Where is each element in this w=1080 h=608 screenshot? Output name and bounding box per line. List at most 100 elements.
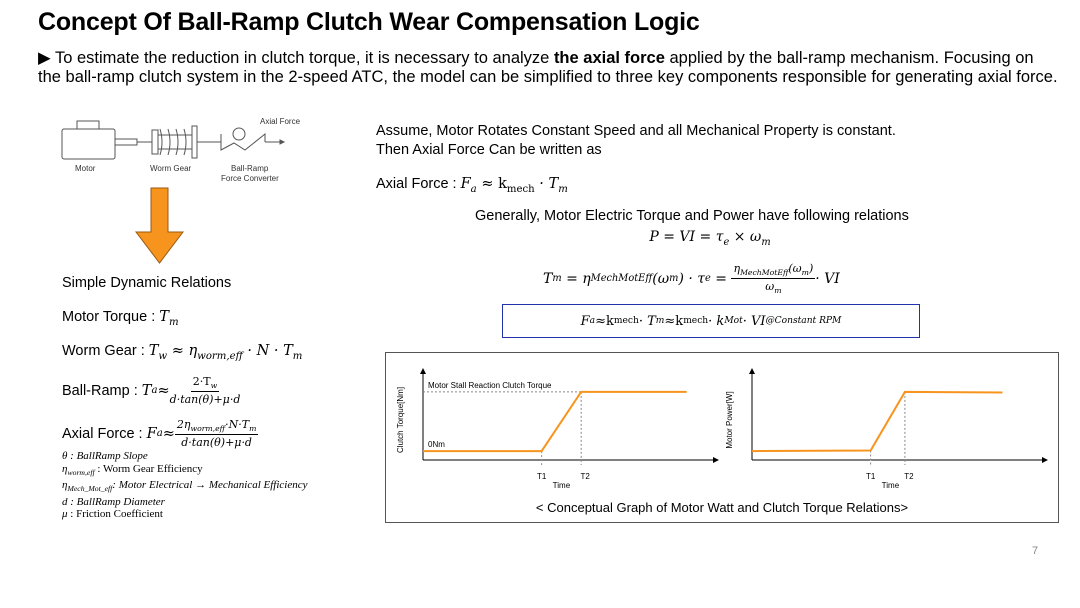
y-axis-arrow-icon (749, 368, 755, 374)
t-sub: m (655, 316, 665, 326)
tau-sub: e (705, 273, 711, 285)
series-line (423, 390, 687, 453)
x-axis-arrow-icon (1042, 457, 1048, 463)
legend-item: μ : Friction Coefficient (62, 508, 307, 521)
frac-num: 2·T (192, 375, 211, 388)
approx-symbol: ≈ (664, 313, 676, 329)
frac-num-sub: MechMotEff (740, 268, 789, 278)
legend-item: θ : BallRamp Slope (62, 450, 307, 463)
legend-item: ηMech_Mot_eff: Motor Electrical → Mechan… (62, 479, 307, 496)
series-line (751, 390, 1003, 453)
kmot-sub: Mot (724, 316, 743, 326)
tick-label-t2: T2 (581, 472, 591, 481)
legend-symbol: η (62, 479, 68, 492)
ta-symbol: T (141, 382, 152, 399)
fa-symbol: F (146, 425, 157, 442)
legend-text: : Worm Gear Efficiency (94, 462, 203, 475)
ball-ramp-fraction: 2·Tw d·tan(θ)+μ·d (170, 375, 241, 406)
slide-title: Concept Of Ball-Ramp Clutch Wear Compens… (38, 8, 700, 36)
tm-symbol: T (543, 270, 553, 287)
worm-gear-icon (151, 125, 198, 159)
axial-force-label: Axial Force : (62, 425, 143, 442)
approx-symbol: ≈ (595, 313, 606, 329)
legend-text: : Motor Electrical → Mechanical Efficien… (112, 479, 308, 492)
frac-den: d·tan(θ)+μ·d (169, 393, 241, 407)
vi: · VI (742, 313, 766, 329)
frac-num: η (733, 262, 741, 275)
worm-rest-sub: m (292, 350, 303, 362)
frac-num-close: ) (808, 262, 814, 275)
tick-label-t1: T1 (537, 472, 547, 481)
approx-symbol: ≈ (157, 382, 170, 399)
page-number: 7 (1032, 545, 1039, 557)
tw-symbol: T (148, 343, 159, 359)
y-axis-label: Clutch Torque[Nm] (396, 387, 405, 453)
ball-ramp-label: Ball-Ramp : (62, 382, 138, 399)
fa-sub: a (589, 316, 596, 326)
worm-gear-row: Worm Gear : Tw ≈ ηworm,eff · N · Tm (62, 343, 302, 362)
arg-sub: m (669, 273, 679, 285)
axial-label: Axial Force : (376, 176, 461, 192)
symbol-legend: θ : BallRamp Slope ηworm,eff : Worm Gear… (62, 450, 307, 521)
ball-ramp-label-1: Ball-Ramp (231, 164, 269, 173)
k2: k (675, 313, 684, 329)
relations-heading: Simple Dynamic Relations (62, 275, 232, 291)
ball-ramp-label-2: Force Converter (221, 174, 279, 183)
tm-sub: m (552, 273, 562, 285)
eta-sub: worm,eff (197, 350, 243, 362)
tm-sub: m (168, 316, 179, 328)
frac-den-sub: m (774, 286, 782, 296)
eta-symbol: η (188, 343, 198, 359)
assume-line-2: Then Axial Force Can be written as (376, 142, 602, 158)
frac-num-rest-sub: m (249, 424, 257, 434)
intro-paragraph: ▶ To estimate the reduction in clutch to… (38, 49, 1058, 87)
y-axis-arrow-icon (420, 368, 426, 374)
down-arrow-icon (134, 187, 185, 264)
arg-close: ) · τ (678, 270, 706, 287)
approx-symbol: ≈ (167, 343, 189, 359)
mechanism-diagram: Axial Force Motor Worm Gear Ball-Ramp Fo… (61, 117, 301, 183)
approx-symbol: ≈ (476, 176, 499, 192)
worm-gear-label: Worm Gear (150, 164, 192, 173)
motor-torque-row: Motor Torque : Tm (62, 309, 179, 328)
tm-sub: m (558, 183, 568, 195)
tick-label-t2: T2 (904, 472, 914, 481)
axial-force-simple-eq: Axial Force : Fa ≈ kmech · Tm (376, 176, 568, 195)
axial-force-label: Axial Force (260, 117, 301, 126)
axial-force-fraction: 2ηworm,eff·N·Tm d·tan(θ)+μ·d (174, 418, 259, 449)
y-axis-label: Motor Power[W] (725, 391, 734, 448)
frac-num-arg-sub: m (801, 268, 809, 278)
motor-body-icon (61, 128, 116, 160)
frac-num-sub: w (210, 381, 218, 391)
legend-item: d : BallRamp Diameter (62, 496, 307, 509)
intro-text-1: To estimate the reduction in clutch torq… (55, 49, 554, 67)
tick-label-t1: T1 (866, 472, 876, 481)
assume-line-1: Assume, Motor Rotates Constant Speed and… (376, 123, 896, 139)
tm-term: · T (534, 176, 559, 192)
legend-symbol: μ (62, 508, 68, 521)
legend-sub: Mech_Mot_eff (67, 484, 113, 494)
ta-sub: a (151, 385, 158, 397)
generally-text: Generally, Motor Electric Torque and Pow… (475, 208, 909, 224)
power-equation: P = VI = τe × ωm (475, 228, 945, 248)
power-eq-rest: × ω (729, 229, 762, 245)
worm-rest: · N · T (242, 343, 293, 359)
intro-bold: the axial force (553, 49, 665, 67)
k1-sub: mech (613, 316, 639, 326)
fa-sub: a (470, 183, 477, 195)
eta-symbol: η (582, 270, 591, 287)
fa-symbol: F (580, 313, 590, 329)
torque-fraction: ηMechMotEff(ωm) ωm (731, 262, 816, 296)
frac-num-arg: (ω (788, 262, 802, 275)
kmot: · k (708, 313, 725, 329)
tail: · VI (815, 270, 840, 287)
zero-nm-label: 0Nm (428, 440, 445, 449)
legend-text: : BallRamp Slope (67, 450, 148, 462)
frac-den: ω (765, 280, 775, 294)
frac-num-rest: ·N·T (225, 418, 250, 431)
